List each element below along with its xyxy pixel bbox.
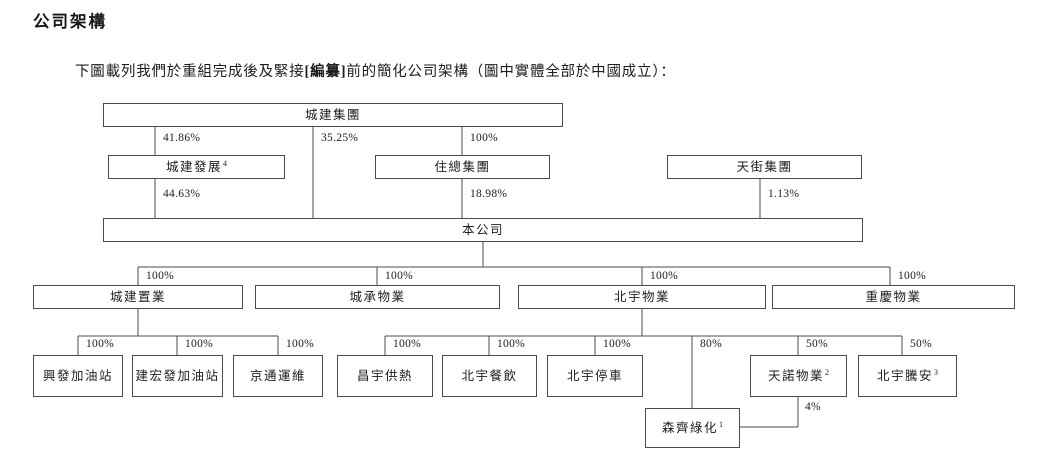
org-node-label: 建宏發加油站 [135,368,220,383]
ownership-percent-label: 50% [806,338,828,350]
intro-text-post: 前的簡化公司架構（圖中實體全部於中國成立）： [346,64,676,80]
ownership-percent-label: 35.25% [321,132,359,144]
org-node-label: 北宇停車 [566,368,623,383]
org-node-changyu-gongre: 昌宇供熱 [337,355,433,397]
ownership-percent-label: 100% [86,338,115,350]
intro-paragraph: 下圖載列我們於重組完成後及緊接[編纂]前的簡化公司架構（圖中實體全部於中國成立）… [75,60,676,81]
ownership-percent-label: 50% [910,338,932,350]
org-node-label: 天諾物業 [767,368,824,383]
ownership-percent-label: 100% [650,270,679,282]
ownership-percent-label: 100% [286,338,315,350]
org-node-label: 興發加油站 [42,368,113,383]
ownership-percent-label: 4% [805,401,821,413]
org-node-tianjie-group: 天街集團 [667,155,862,179]
org-node-label: 城建置業 [109,289,166,304]
org-node-beiyu-tingche: 北宇停車 [547,355,643,397]
org-node-label: 本公司 [461,222,504,237]
ownership-percent-label: 100% [497,338,526,350]
ownership-percent-label: 80% [700,338,722,350]
org-node-jianhongfa-gas: 建宏發加油站 [132,355,223,397]
org-node-label: 北宇騰安 [876,368,933,383]
org-node-label: 北宇餐飲 [461,368,518,383]
org-node-chengcheng-wuye: 城承物業 [255,285,500,309]
ownership-percent-label: 100% [898,270,927,282]
redaction-placeholder: [編纂] [304,64,347,80]
org-node-label: 住總集團 [434,159,491,174]
ownership-percent-label: 100% [385,270,414,282]
org-node-label: 昌宇供熱 [356,368,413,383]
intro-text-pre: 下圖載列我們於重組完成後及緊接 [75,64,305,80]
ownership-percent-label: 1.13% [768,188,800,200]
ownership-percent-label: 100% [185,338,214,350]
org-node-xingfa-gas: 興發加油站 [33,355,123,397]
org-node-label: 重慶物業 [865,289,922,304]
ownership-percent-label: 100% [146,270,175,282]
ownership-percent-label: 41.86% [163,132,201,144]
org-node-label: 城建集團 [304,107,361,122]
org-node-chengjian-zhiye: 城建置業 [33,285,243,309]
ownership-percent-label: 100% [470,132,499,144]
org-node-beiyu-wuye: 北宇物業 [518,285,766,309]
org-node-label: 京通運維 [249,368,306,383]
org-node-jingtong-yunwei: 京通運維 [233,355,323,397]
org-node-zhuzong-group: 住總集團 [375,155,550,179]
org-node-beiyu-canyin: 北宇餐飲 [442,355,537,397]
org-node-the-company: 本公司 [103,218,863,242]
org-node-label: 城承物業 [349,289,406,304]
org-node-label: 北宇物業 [613,289,670,304]
org-node-label: 天街集團 [736,159,793,174]
org-node-label: 城建發展 [165,159,222,174]
ownership-percent-label: 44.63% [163,188,201,200]
org-node-chengjian-group: 城建集團 [103,103,563,127]
org-node-chongqing-wuye: 重慶物業 [772,285,1015,309]
ownership-percent-label: 18.98% [470,188,508,200]
org-node-label: 森齊綠化 [661,420,718,435]
section-title: 公司架構 [33,13,107,31]
ownership-percent-label: 100% [603,338,632,350]
ownership-percent-label: 100% [393,338,422,350]
